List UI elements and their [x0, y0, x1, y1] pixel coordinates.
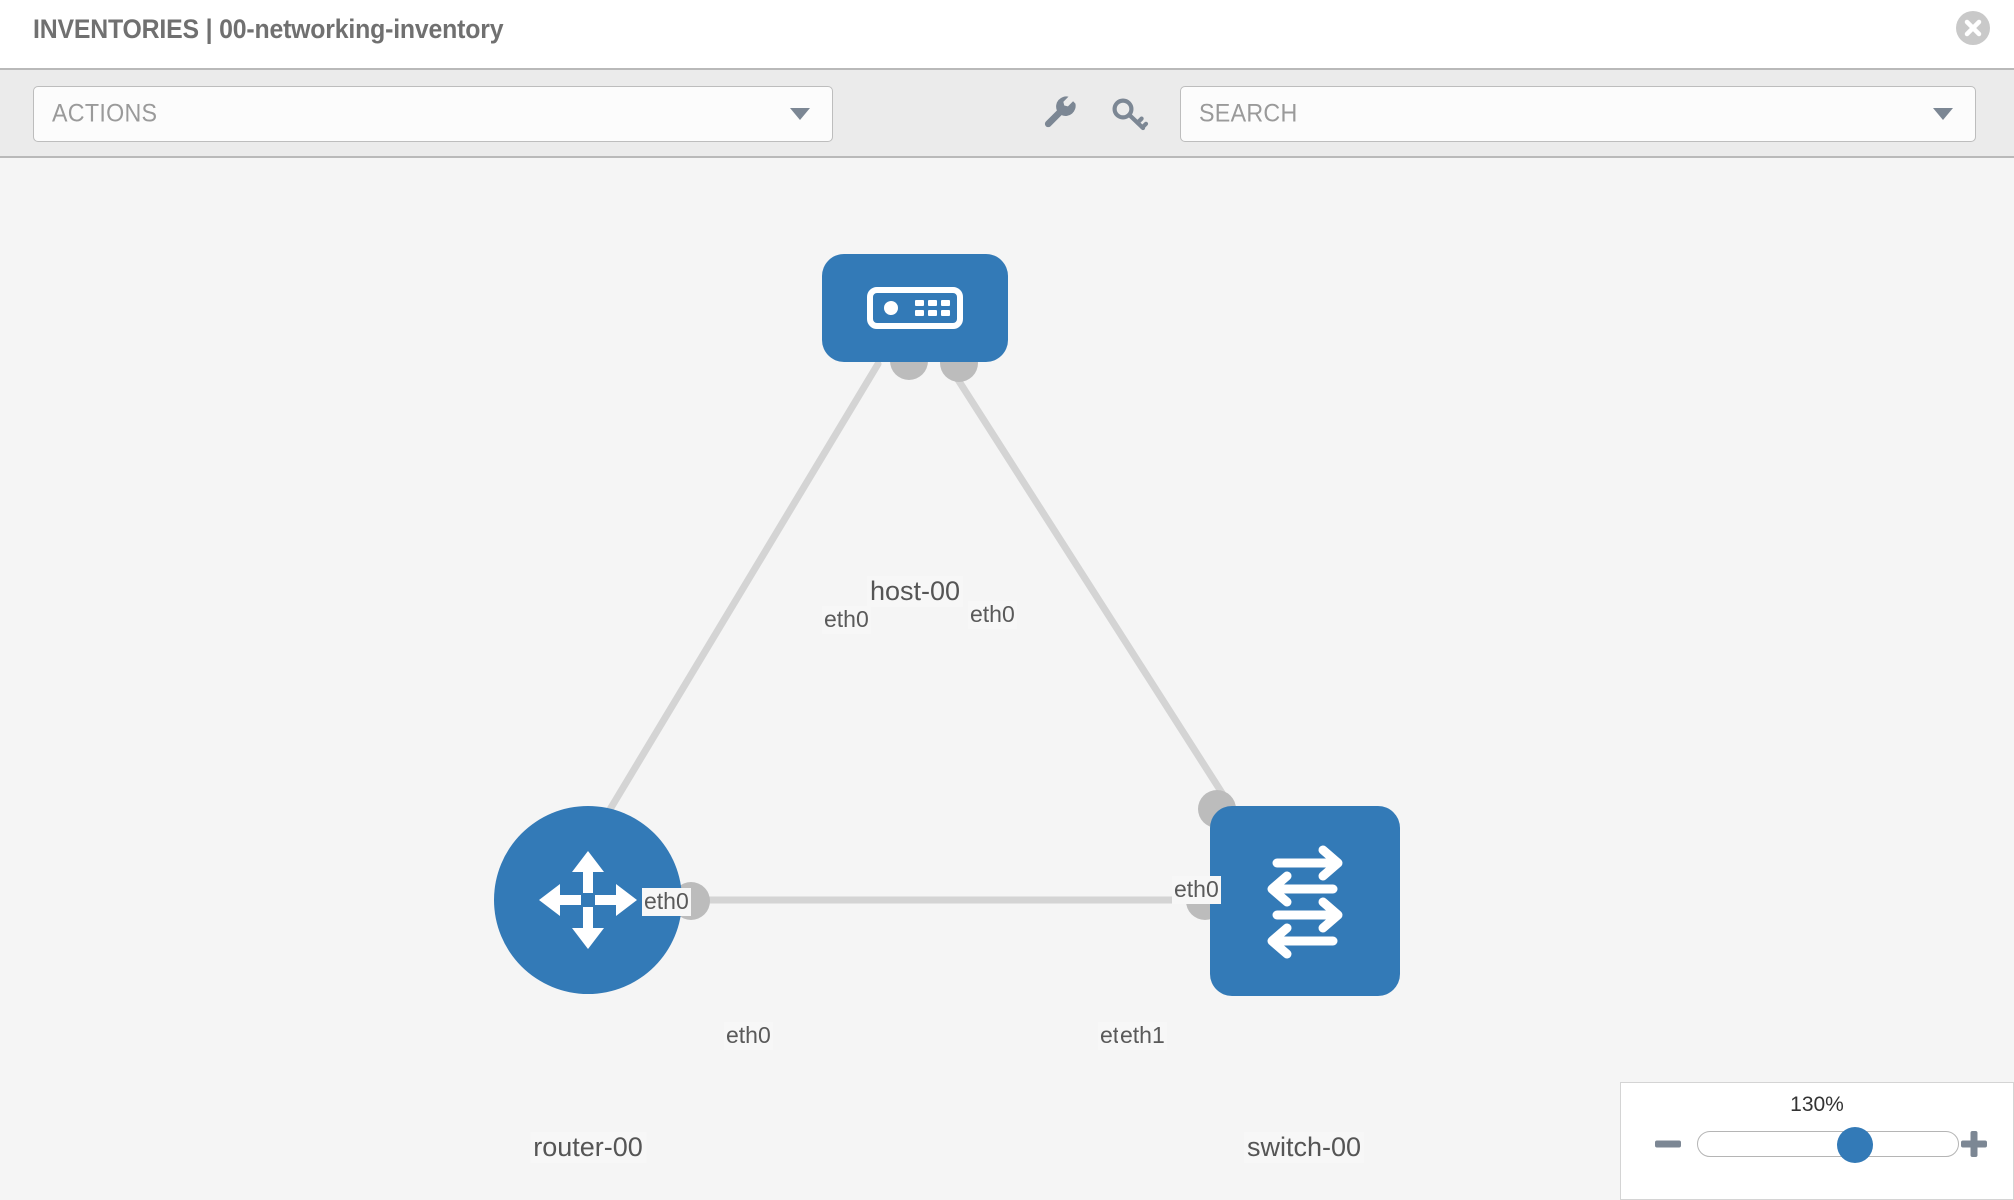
chevron-down-icon [790, 108, 810, 120]
wrench-button[interactable] [1040, 92, 1084, 136]
edge-host-router [596, 360, 882, 830]
key-icon [1112, 98, 1149, 131]
search-placeholder: SEARCH [1199, 99, 1298, 128]
link-label-switch-eth1: eth1 [1118, 1022, 1167, 1050]
close-button[interactable] [1956, 11, 1990, 45]
link-label-router-eth0: eth0 [724, 1022, 773, 1050]
minus-icon [1655, 1140, 1681, 1148]
zoom-level-value: 130% [1790, 1093, 1844, 1116]
wrench-icon [1044, 96, 1076, 128]
link-label-router-eth0-up: eth0 [642, 888, 691, 916]
node-label-router-00: router-00 [530, 1132, 646, 1164]
node-host-00-shape [822, 254, 1008, 362]
switch-arrows-icon [1267, 845, 1343, 959]
search-input[interactable]: SEARCH [1180, 86, 1976, 142]
zoom-slider-thumb[interactable] [1837, 1127, 1874, 1163]
node-host-00[interactable] [822, 254, 1008, 362]
toolbar: ACTIONS SEARCH [0, 68, 2014, 158]
link-label-switch-eth0-up: eth0 [1172, 876, 1221, 904]
actions-dropdown-label: ACTIONS [52, 99, 158, 128]
zoom-in-button[interactable] [1957, 1127, 1991, 1161]
key-button[interactable] [1108, 92, 1152, 136]
server-icon [867, 287, 963, 329]
node-label-switch-00: switch-00 [1243, 1132, 1365, 1164]
zoom-control-panel: 130% [1620, 1082, 2014, 1200]
page-header: INVENTORIES | 00-networking-inventory [0, 0, 2014, 68]
link-label-host-eth0-right: eth0 [968, 601, 1017, 629]
topology-edges [596, 360, 1242, 904]
router-arrows-icon [539, 851, 637, 949]
chevron-down-icon [1933, 108, 1953, 120]
close-icon [1964, 19, 1982, 37]
node-label-host-00: host-00 [866, 576, 964, 608]
zoom-slider[interactable] [1697, 1127, 1959, 1163]
topology-canvas[interactable]: host-00 router-00 switch-00 eth0 eth0 et… [0, 158, 2014, 1200]
zoom-out-button[interactable] [1651, 1127, 1685, 1161]
node-switch-00[interactable] [1210, 806, 1400, 996]
plus-icon [1961, 1131, 1987, 1157]
actions-dropdown[interactable]: ACTIONS [33, 86, 833, 142]
node-switch-00-shape [1210, 806, 1400, 996]
page-title: INVENTORIES | 00-networking-inventory [33, 14, 504, 44]
edge-host-switch [944, 360, 1242, 822]
link-label-host-eth0-left: eth0 [822, 606, 871, 634]
